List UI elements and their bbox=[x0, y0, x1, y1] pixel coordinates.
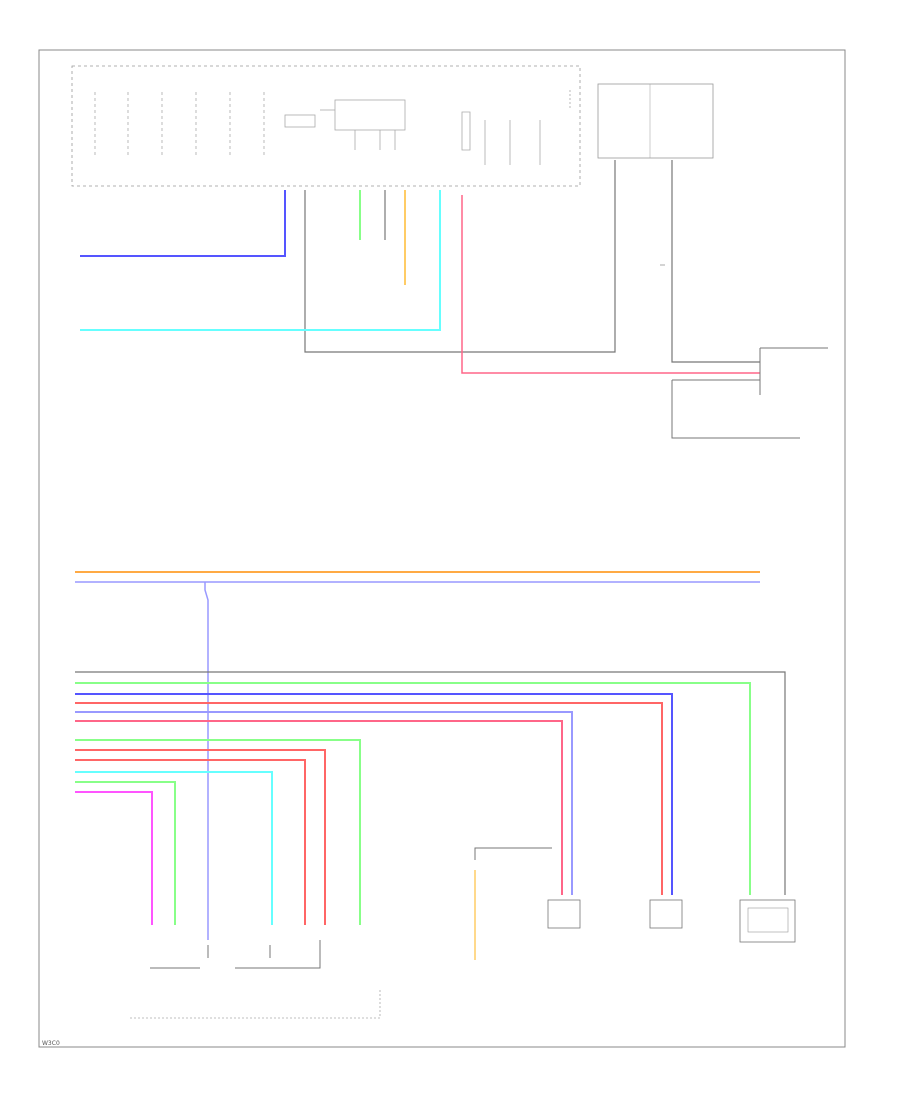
wire-gray-right bbox=[671, 160, 760, 363]
wire-gray-meter-ecm bbox=[304, 160, 616, 353]
wire-gray-right-3 bbox=[671, 380, 800, 439]
right-connector bbox=[759, 347, 828, 395]
switch-circuit bbox=[150, 940, 321, 969]
diagram-frame bbox=[38, 49, 846, 1048]
wire-blue-top bbox=[80, 190, 286, 257]
wire-bundle bbox=[75, 671, 786, 925]
corner-code: W3C0 bbox=[42, 1040, 60, 1047]
wire-light-blue bbox=[80, 190, 441, 331]
meter-internal-circuits bbox=[94, 90, 571, 165]
wire-gray-sensor bbox=[474, 847, 552, 860]
combination-meter-box bbox=[71, 65, 581, 187]
ecm-box bbox=[597, 83, 714, 159]
ground-line bbox=[130, 990, 381, 1019]
switch-box bbox=[739, 899, 796, 943]
wire-lavender-long bbox=[75, 581, 760, 940]
sensor-box-2 bbox=[649, 899, 683, 929]
wire-pink-top bbox=[461, 195, 760, 374]
sensor-box-1 bbox=[547, 899, 581, 929]
